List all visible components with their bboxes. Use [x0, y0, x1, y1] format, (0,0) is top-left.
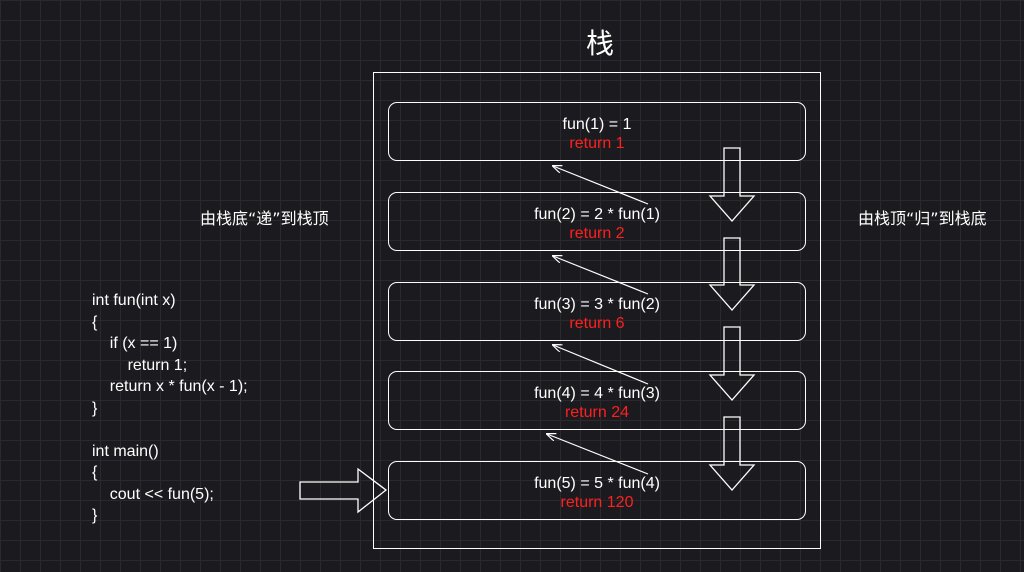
stack-frame-fun5: fun(5) = 5 * fun(4) return 120	[388, 461, 806, 520]
frame-return: return 2	[569, 225, 625, 242]
stack-frame-fun2: fun(2) = 2 * fun(1) return 2	[388, 192, 806, 251]
frame-expression: fun(1) = 1	[562, 116, 632, 133]
code-block: int fun(int x) { if (x == 1) return 1; r…	[92, 290, 248, 527]
code-line: }	[92, 507, 98, 524]
frame-return: return 6	[569, 315, 625, 332]
stack-frame-fun4: fun(4) = 4 * fun(3) return 24	[388, 371, 806, 430]
frame-expression: fun(4) = 4 * fun(3)	[534, 385, 660, 402]
pop-direction-label: 由栈顶“归”到栈底	[858, 209, 987, 228]
code-line: return 1;	[92, 356, 188, 374]
code-line: int main()	[92, 442, 159, 460]
frame-expression: fun(3) = 3 * fun(2)	[534, 296, 660, 313]
push-direction-label: 由栈底“递”到栈顶	[200, 209, 329, 228]
code-line: {	[92, 464, 98, 481]
frame-return: return 1	[569, 135, 625, 152]
code-line: {	[92, 313, 98, 331]
frame-return: return 24	[564, 404, 630, 421]
frame-expression: fun(5) = 5 * fun(4)	[534, 475, 660, 492]
code-line: if (x == 1)	[92, 335, 178, 352]
code-line	[92, 419, 248, 441]
code-line: }	[92, 399, 98, 417]
stack-title: 栈	[585, 27, 614, 60]
frame-expression: fun(2) = 2 * fun(1)	[534, 206, 660, 223]
code-line: return x * fun(x - 1);	[92, 378, 248, 395]
stack-frame-fun3: fun(3) = 3 * fun(2) return 6	[388, 282, 806, 341]
frame-return: return 120	[560, 494, 634, 511]
stack-frame-fun1: fun(1) = 1 return 1	[388, 102, 806, 161]
code-line: cout << fun(5);	[92, 485, 214, 503]
code-line: int fun(int x)	[92, 292, 176, 309]
stack-container	[373, 72, 821, 549]
